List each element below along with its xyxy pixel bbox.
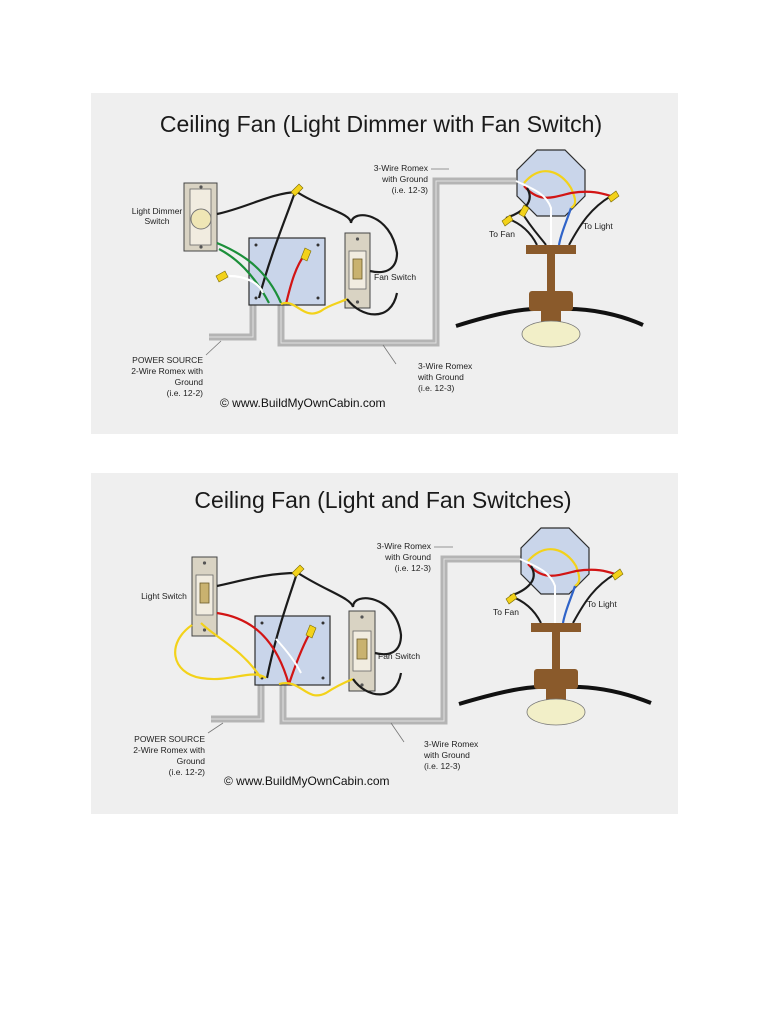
yellow-wire [280, 298, 348, 315]
junction-box [248, 237, 326, 306]
diagram-panel-dimmer: Ceiling Fan (Light Dimmer with Fan Switc… [91, 93, 678, 434]
cable-label: (i.e. 12-3) [424, 761, 461, 771]
power-source-label: 2-Wire Romex with [131, 366, 203, 376]
wiring-diagram-dimmer: Ceiling Fan (Light Dimmer with Fan Switc… [131, 111, 644, 410]
red-wire [216, 611, 291, 686]
wire-nut [291, 564, 305, 578]
yellow-wire [523, 170, 577, 209]
black-wire [257, 191, 297, 299]
black-wire [216, 190, 298, 216]
white-neutral-wire [275, 638, 302, 674]
blue-light-wire [557, 207, 573, 246]
cable-label: with Ground [381, 174, 428, 184]
green-ground-wire [218, 248, 270, 304]
toggle-lever [356, 638, 368, 660]
cable-label: (i.e. 12-3) [395, 563, 432, 573]
cable-label: with Ground [423, 750, 470, 760]
fan-canopy [526, 245, 576, 254]
yellow-wire [174, 624, 267, 681]
power-source-label: Ground [177, 756, 206, 766]
green-ground-wire [216, 241, 283, 304]
wiring-diagram-two-switches: Ceiling Fan (Light and Fan Switches) Lig… [133, 487, 652, 788]
cable-label: 3-Wire Romex [418, 361, 473, 371]
light-globe [521, 320, 581, 348]
toggle-lever [352, 258, 363, 280]
light-dimmer-switch [183, 182, 218, 252]
cable-label: with Ground [417, 372, 464, 382]
wire-nut [611, 568, 624, 581]
cable-label: (i.e. 12-3) [418, 383, 455, 393]
yellow-wire [200, 622, 262, 679]
cable-label: 3-Wire Romex [424, 739, 479, 749]
white-neutral-wire [228, 274, 265, 294]
cable-label: with Ground [384, 552, 431, 562]
power-source-label: Ground [175, 377, 204, 387]
red-wire [527, 563, 616, 577]
power-source-label: 2-Wire Romex with [133, 745, 205, 755]
power-cable [211, 685, 265, 723]
power-source-label: (i.e. 12-2) [169, 767, 206, 777]
white-neutral-wire [515, 180, 552, 245]
wire-nut [518, 204, 530, 218]
light-toggle-switch [191, 556, 218, 637]
to-fan-label: To Fan [493, 607, 519, 617]
black-wire [346, 292, 399, 316]
light-globe [526, 698, 586, 726]
to-light-label: To Light [583, 221, 613, 231]
diagram-panel-two-switches: Ceiling Fan (Light and Fan Switches) Lig… [91, 473, 678, 814]
red-wire [523, 185, 612, 199]
wire-nut [305, 624, 317, 639]
yellow-wire [527, 548, 581, 587]
fan-motor [529, 291, 573, 311]
fan-downrod [552, 632, 560, 669]
toggle-lever [199, 582, 210, 604]
ceiling-box [516, 149, 586, 217]
yellow-wire [278, 677, 354, 697]
fan-switch-label: Fan Switch [378, 651, 420, 661]
dimmer-switch-label: Switch [144, 216, 169, 226]
black-wire [352, 672, 403, 696]
blue-light-wire [561, 585, 577, 624]
ceiling-fan [455, 245, 644, 348]
cable-label: 3-Wire Romex [377, 541, 432, 551]
fan-toggle-switch [344, 232, 371, 309]
copyright-text: © www.BuildMyOwnCabin.com [220, 396, 386, 410]
wire-nut [215, 270, 229, 283]
diagram-title: Ceiling Fan (Light and Fan Switches) [194, 487, 571, 513]
fan-canopy [531, 623, 581, 632]
black-wire [297, 572, 403, 656]
black-wire [265, 572, 299, 679]
wire-nut [300, 247, 312, 262]
cable-label: (i.e. 12-3) [392, 185, 429, 195]
ceiling-box [520, 527, 590, 595]
power-source-label: (i.e. 12-2) [167, 388, 204, 398]
fan-toggle-switch [348, 610, 376, 692]
dimmer-switch-label: Light Dimmer [132, 206, 183, 216]
power-source-label: POWER SOURCE [132, 355, 203, 365]
fan-switch-label: Fan Switch [374, 272, 416, 282]
black-wire [296, 191, 399, 274]
cable-label: 3-Wire Romex [374, 163, 429, 173]
white-neutral-wire [519, 558, 556, 623]
wire-nut [290, 183, 304, 197]
wire-nut [501, 214, 514, 227]
to-fan-label: To Fan [489, 229, 515, 239]
dimmer-knob [190, 208, 212, 230]
diagram-title: Ceiling Fan (Light Dimmer with Fan Switc… [160, 111, 602, 137]
to-light-label: To Light [587, 599, 617, 609]
power-cable [209, 305, 257, 341]
light-switch-label: Light Switch [141, 591, 187, 601]
ceiling-fan [458, 623, 652, 726]
fan-motor [534, 669, 578, 689]
copyright-text: © www.BuildMyOwnCabin.com [224, 774, 390, 788]
power-source-label: POWER SOURCE [134, 734, 205, 744]
fan-downrod [547, 254, 555, 291]
black-wire [216, 571, 299, 588]
wire-nut [505, 592, 518, 605]
wire-nut [607, 190, 620, 203]
